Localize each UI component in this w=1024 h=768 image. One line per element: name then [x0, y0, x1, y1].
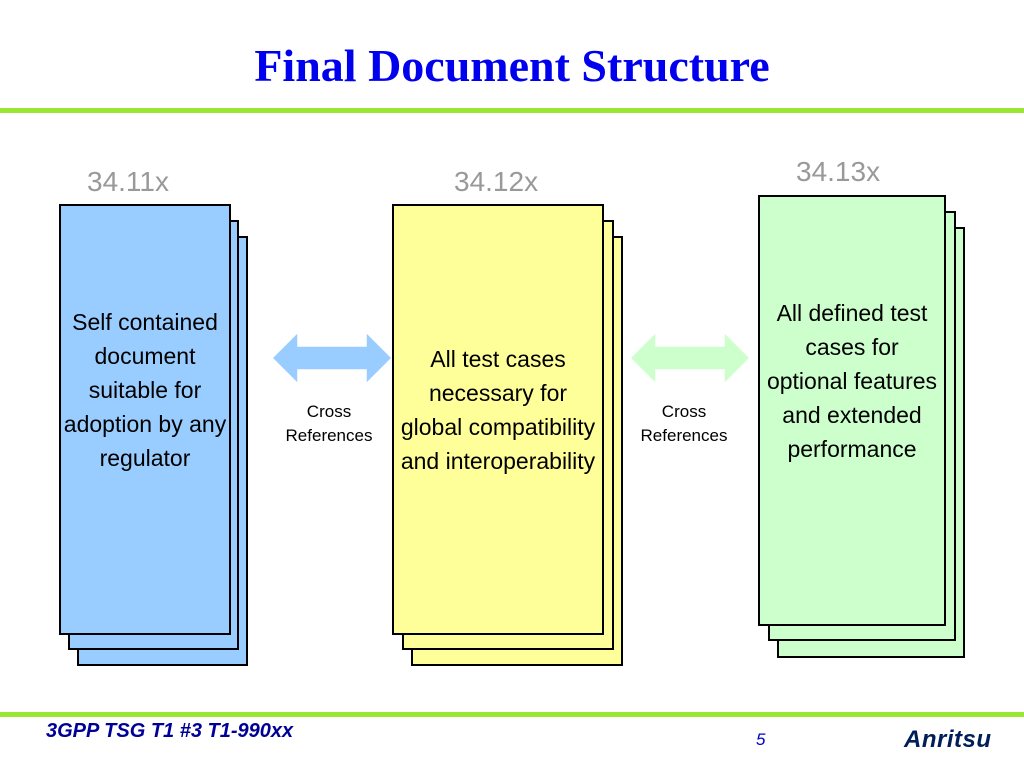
- cross-references-label-1: Cross References: [269, 400, 389, 448]
- double-arrow-icon: [630, 330, 750, 386]
- cross-label-line1: Cross: [306, 402, 352, 421]
- company-logo: Anritsu: [904, 726, 992, 753]
- page-front: [59, 204, 231, 635]
- doc-description-34-11x: Self contained document suitable for ado…: [63, 308, 227, 471]
- slide-title: Final Document Structure: [254, 40, 770, 91]
- cross-label-line2: References: [640, 426, 728, 445]
- doc-label-34-13x: 34.13x: [796, 156, 881, 187]
- doc-description-34-13x: All defined test cases for optional feat…: [766, 299, 938, 462]
- cross-label-line2: References: [285, 426, 373, 445]
- footer-meeting-id: 3GPP TSG T1 #3 T1-990xx: [46, 720, 294, 742]
- top-divider: [0, 108, 1024, 113]
- doc-description-34-12x: All test cases necessary for global comp…: [400, 345, 596, 474]
- page-number: 5: [756, 730, 766, 749]
- bottom-divider: [0, 712, 1024, 717]
- page-front: [392, 204, 604, 635]
- doc-label-34-11x: 34.11x: [87, 166, 169, 197]
- cross-references-label-2: Cross References: [624, 400, 744, 448]
- double-arrow-icon: [272, 330, 392, 386]
- cross-label-line1: Cross: [661, 402, 707, 421]
- page-front: [758, 195, 946, 626]
- doc-label-34-12x: 34.12x: [454, 166, 539, 197]
